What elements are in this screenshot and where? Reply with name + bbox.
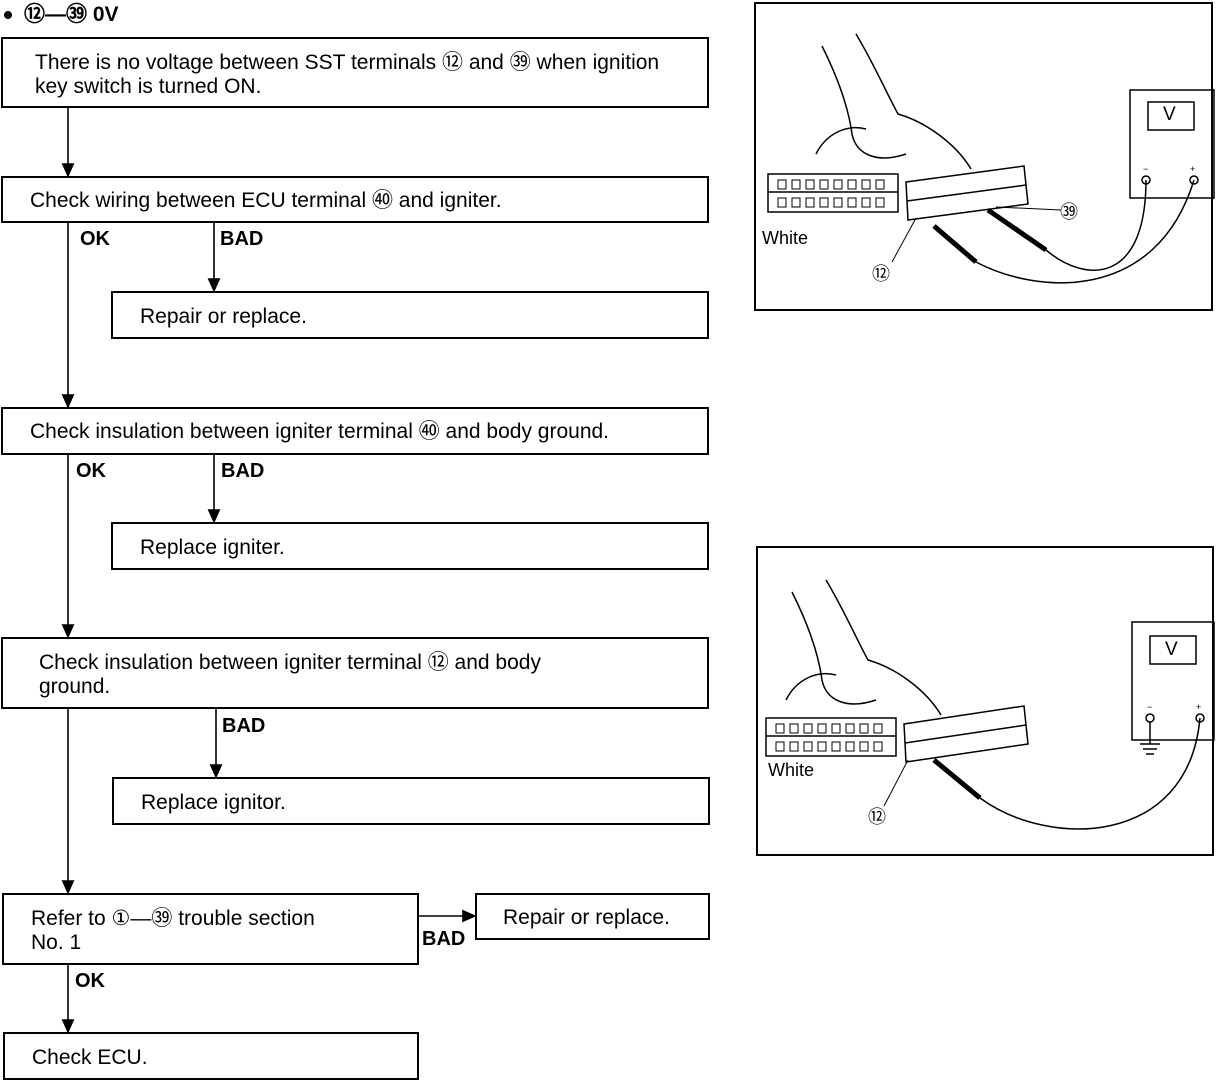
voltmeter-label: V	[1163, 104, 1176, 125]
step-refer-trouble-section-line2: No. 1	[31, 931, 82, 954]
step-repair-replace-1: Repair or replace.	[111, 291, 709, 339]
meter-minus-terminal-icon: −	[1143, 164, 1148, 174]
step-refer-trouble-section-line1: Refer to ①—㊴ trouble section	[31, 907, 315, 930]
step-check-ecu: Check ECU.	[3, 1032, 419, 1080]
step-replace-igniter-text: Replace igniter.	[140, 536, 285, 559]
terminal-39-label: ㊴	[1060, 202, 1078, 222]
step-check-wiring-text: Check wiring between ECU terminal ㊵ and …	[30, 189, 502, 212]
meter-minus-terminal-icon: −	[1147, 702, 1152, 712]
bad-label: BAD	[221, 460, 265, 482]
step-check-insulation-40: Check insulation between igniter termina…	[1, 407, 709, 455]
page-title: ⑫—㊴ 0V	[4, 2, 119, 28]
meter-plus-terminal-icon: +	[1196, 702, 1201, 712]
step-no-voltage: There is no voltage between SST terminal…	[1, 37, 709, 108]
step-check-wiring: Check wiring between ECU terminal ㊵ and …	[1, 176, 709, 223]
step-check-insulation-12-line2: ground.	[39, 675, 111, 698]
bad-label: BAD	[222, 715, 266, 737]
ok-label: OK	[76, 460, 106, 482]
step-replace-ignitor-text: Replace ignitor.	[141, 791, 286, 814]
terminal-12-label: ⑫	[872, 264, 890, 284]
bad-label: BAD	[422, 928, 466, 950]
step-replace-ignitor: Replace ignitor.	[112, 777, 710, 825]
terminal-12-label: ⑫	[868, 807, 886, 827]
step-check-ecu-text: Check ECU.	[32, 1046, 148, 1069]
step-check-insulation-40-text: Check insulation between igniter termina…	[30, 420, 610, 443]
step-check-insulation-12: Check insulation between igniter termina…	[1, 637, 709, 709]
illustration-measure-12-ground: − + V White ⑫	[756, 546, 1215, 856]
step-repair-replace-1-text: Repair or replace.	[140, 305, 307, 328]
connector-white-label: White	[768, 760, 815, 780]
measure-12-ground-drawing: − +	[765, 579, 1215, 830]
step-replace-igniter: Replace igniter.	[111, 522, 709, 570]
bad-label: BAD	[220, 228, 264, 250]
step-no-voltage-text: There is no voltage between SST terminal…	[35, 51, 660, 98]
ok-label: OK	[80, 228, 110, 250]
voltmeter-label: V	[1165, 639, 1178, 660]
page-title-text: ⑫—㊴ 0V	[24, 3, 119, 26]
step-refer-trouble-section: Refer to ①—㊴ trouble section No. 1	[2, 893, 419, 965]
ok-label: OK	[75, 970, 105, 992]
step-check-insulation-12-line1: Check insulation between igniter termina…	[39, 651, 541, 674]
flowchart-connectors	[61, 108, 477, 1034]
step-repair-replace-2: Repair or replace.	[475, 893, 710, 940]
step-repair-replace-2-text: Repair or replace.	[503, 906, 670, 929]
connector-white-label: White	[762, 228, 809, 248]
bullet-icon	[4, 11, 12, 20]
illustration-measure-12-39: − + V White ⑫ ㊴	[754, 2, 1215, 311]
meter-plus-terminal-icon: +	[1190, 164, 1195, 174]
measure-12-39-drawing: − +	[767, 33, 1215, 284]
